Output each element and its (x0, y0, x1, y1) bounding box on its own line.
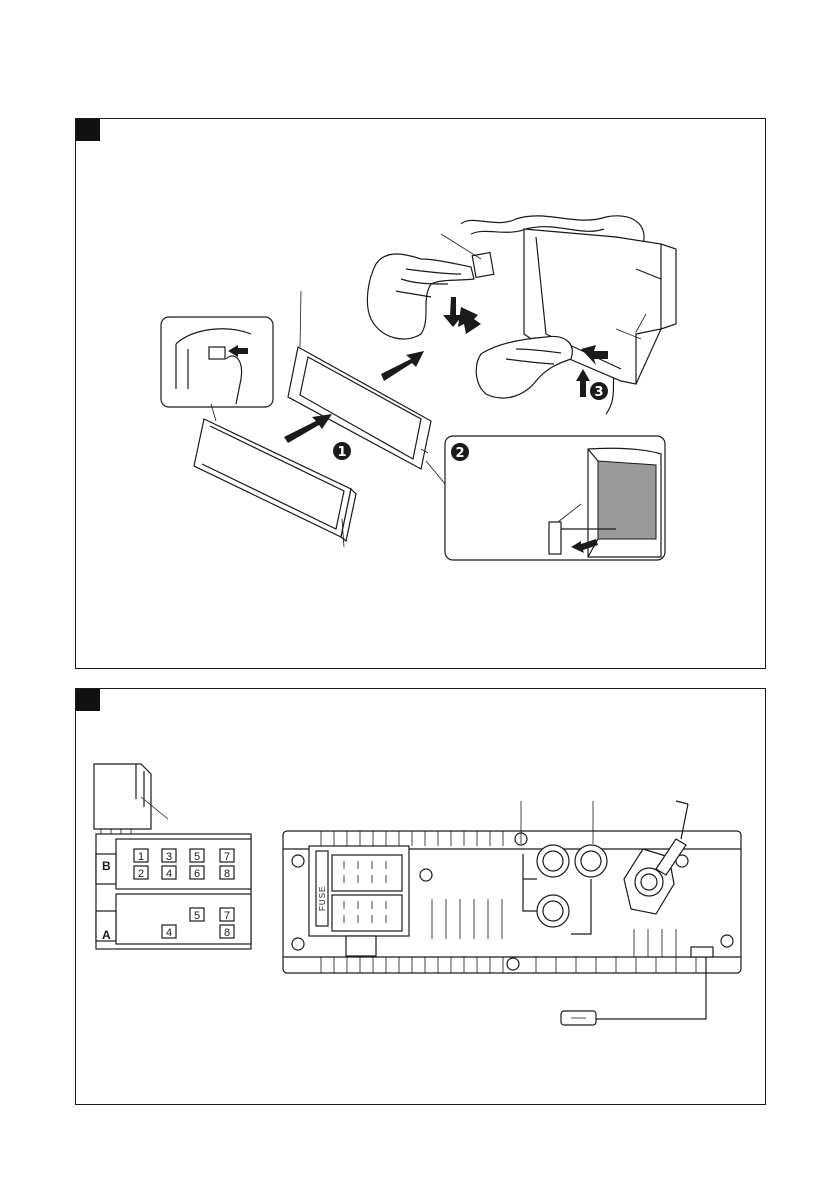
pin-b3: 3 (166, 851, 172, 863)
step-3-label: 3 (594, 385, 603, 400)
right-hand (476, 336, 572, 398)
row-b-label: B (102, 859, 111, 873)
pin-b7: 7 (224, 851, 230, 863)
front-panel (194, 419, 356, 547)
step-3-badge: 3 (590, 382, 608, 400)
step-1-badge: 1 (333, 442, 351, 460)
fuse-label: FUSE (318, 886, 327, 911)
pin-b5: 5 (194, 851, 200, 863)
frame-arrow (381, 351, 424, 381)
pin-b6: 6 (194, 868, 200, 880)
row-a-label: A (102, 928, 111, 942)
step-2-label: 2 (455, 446, 464, 461)
connection-panel: B A 1 3 5 7 2 4 6 8 5 7 (75, 688, 766, 1105)
iso-plug (94, 764, 168, 834)
pin-b8: 8 (224, 868, 230, 880)
pin-a7: 7 (224, 910, 230, 922)
panel-arrow (284, 414, 332, 443)
release-button-inset (161, 317, 273, 421)
connection-diagram: B A 1 3 5 7 2 4 6 8 5 7 (76, 689, 765, 1104)
pin-a8: 8 (224, 927, 230, 939)
installation-panel: 3 1 (75, 118, 766, 669)
key-removal-inset: 2 (426, 436, 665, 560)
pin-b1: 1 (138, 851, 144, 863)
step-1-label: 1 (337, 445, 346, 460)
pin-b4: 4 (166, 868, 172, 880)
pin-a4: 4 (166, 927, 172, 939)
pin-b2: 2 (138, 868, 144, 880)
installation-diagram: 3 1 (76, 119, 765, 668)
left-hand (367, 254, 474, 339)
pin-a5: 5 (194, 910, 200, 922)
